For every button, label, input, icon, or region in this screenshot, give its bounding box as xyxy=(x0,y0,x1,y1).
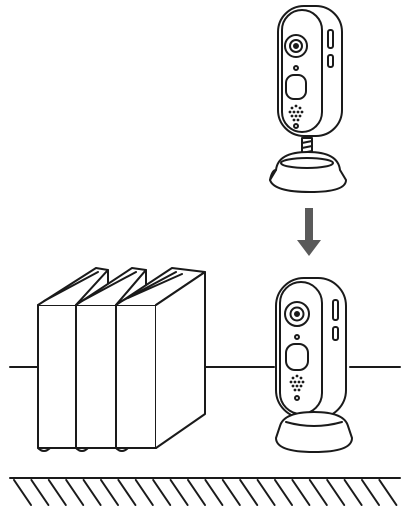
hatch-stroke xyxy=(291,479,311,506)
magnetic-base-icon xyxy=(275,411,353,453)
hatch-stroke xyxy=(361,479,380,506)
hatch-stroke xyxy=(82,479,102,506)
arrow-down-icon xyxy=(297,208,321,256)
hatch-stroke xyxy=(204,479,224,506)
hatch-stroke xyxy=(134,479,154,506)
camera-icon xyxy=(277,5,343,137)
floor-hatch-lines xyxy=(13,479,398,506)
hatch-stroke xyxy=(256,479,276,506)
camera-icon xyxy=(275,277,347,419)
hatch-stroke xyxy=(30,479,50,506)
hatch-stroke xyxy=(187,479,206,506)
books-icon xyxy=(37,267,206,452)
hatch-stroke xyxy=(326,479,346,506)
hatch-stroke xyxy=(65,479,85,506)
hatch-stroke xyxy=(343,479,363,506)
hatch-stroke xyxy=(152,479,172,506)
hatch-stroke xyxy=(221,479,241,506)
hatch-stroke xyxy=(378,479,398,506)
hatch-stroke xyxy=(100,479,119,506)
hatch-stroke xyxy=(169,479,189,506)
hatch-stroke xyxy=(239,479,259,506)
hatch-stroke xyxy=(117,479,137,506)
hatch-stroke xyxy=(47,479,67,506)
magnetic-base-icon xyxy=(269,137,347,193)
hatch-stroke xyxy=(308,479,328,506)
hatch-stroke xyxy=(13,479,32,506)
hatch-stroke xyxy=(274,479,293,506)
